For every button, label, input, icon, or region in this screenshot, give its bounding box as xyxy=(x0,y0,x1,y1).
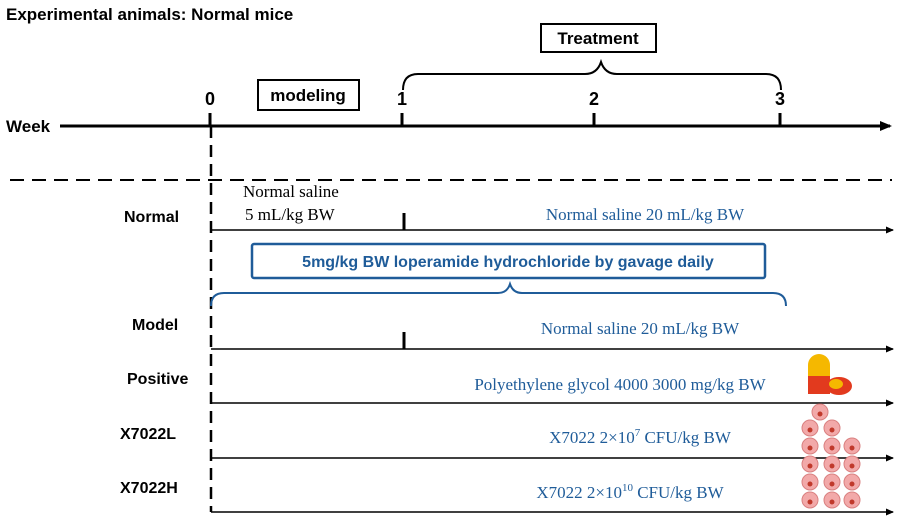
diagram-title: Experimental animals: Normal mice xyxy=(6,5,293,24)
loperamide-text: 5mg/kg BW loperamide hydrochloride by ga… xyxy=(302,254,714,271)
capsule-icon xyxy=(808,354,852,395)
bacterium-core xyxy=(849,499,855,505)
group-label-x7022l: X7022L xyxy=(120,426,176,443)
positive-treatment-text: Polyethylene glycol 4000 3000 mg/kg BW xyxy=(474,375,766,394)
normal-treatment-text: Normal saline 20 mL/kg BW xyxy=(546,205,745,224)
group-label-x7022h: X7022H xyxy=(120,480,178,497)
x7022h-treatment-text: X7022 2×1010 CFU/kg BW xyxy=(536,482,724,502)
bacteria-cluster-icon xyxy=(801,403,861,509)
bacterium-core xyxy=(829,445,835,451)
bacterium-core xyxy=(807,499,813,505)
normal-modeling-text-line2: 5 mL/kg BW xyxy=(245,205,336,224)
treatment-label: Treatment xyxy=(557,29,639,48)
bacterium-core xyxy=(849,463,855,469)
modeling-label: modeling xyxy=(270,86,346,105)
loperamide-brace xyxy=(210,280,787,307)
normal-modeling-text-line1: Normal saline xyxy=(243,182,339,201)
bacterium-core xyxy=(807,427,813,433)
week-tick-2: 2 xyxy=(589,89,599,109)
treatment-brace xyxy=(402,58,782,91)
week-tick-3: 3 xyxy=(775,89,785,109)
group-label-normal: Normal xyxy=(124,209,179,226)
group-label-model: Model xyxy=(132,317,178,334)
bacterium-core xyxy=(807,463,813,469)
bacterium-core xyxy=(849,481,855,487)
bacterium-core xyxy=(829,427,835,433)
bacterium-core xyxy=(829,499,835,505)
x7022l-treatment-prefix: X7022 2×10 xyxy=(549,428,635,447)
group-label-positive: Positive xyxy=(127,371,188,388)
x7022h-treatment-suffix: CFU/kg BW xyxy=(633,483,725,502)
bacterium-core xyxy=(807,481,813,487)
week-axis-label: Week xyxy=(6,117,51,136)
week-tick-1: 1 xyxy=(397,89,407,109)
modeling-box xyxy=(257,79,360,111)
bacterium-core xyxy=(829,463,835,469)
x7022h-treatment-exp: 10 xyxy=(622,482,634,494)
bacterium-core xyxy=(807,445,813,451)
x7022l-treatment-suffix: CFU/kg BW xyxy=(640,428,732,447)
bacterium-core xyxy=(849,445,855,451)
treatment-box xyxy=(540,23,657,53)
x7022h-treatment-prefix: X7022 2×10 xyxy=(536,483,622,502)
bacterium-core xyxy=(817,411,823,417)
x7022l-treatment-text: X7022 2×107 CFU/kg BW xyxy=(549,427,732,447)
x7022l-treatment-exp: 7 xyxy=(635,427,641,439)
loperamide-box xyxy=(250,242,767,280)
week-tick-0: 0 xyxy=(205,89,215,109)
model-treatment-text: Normal saline 20 mL/kg BW xyxy=(541,319,740,338)
bacterium-core xyxy=(829,481,835,487)
